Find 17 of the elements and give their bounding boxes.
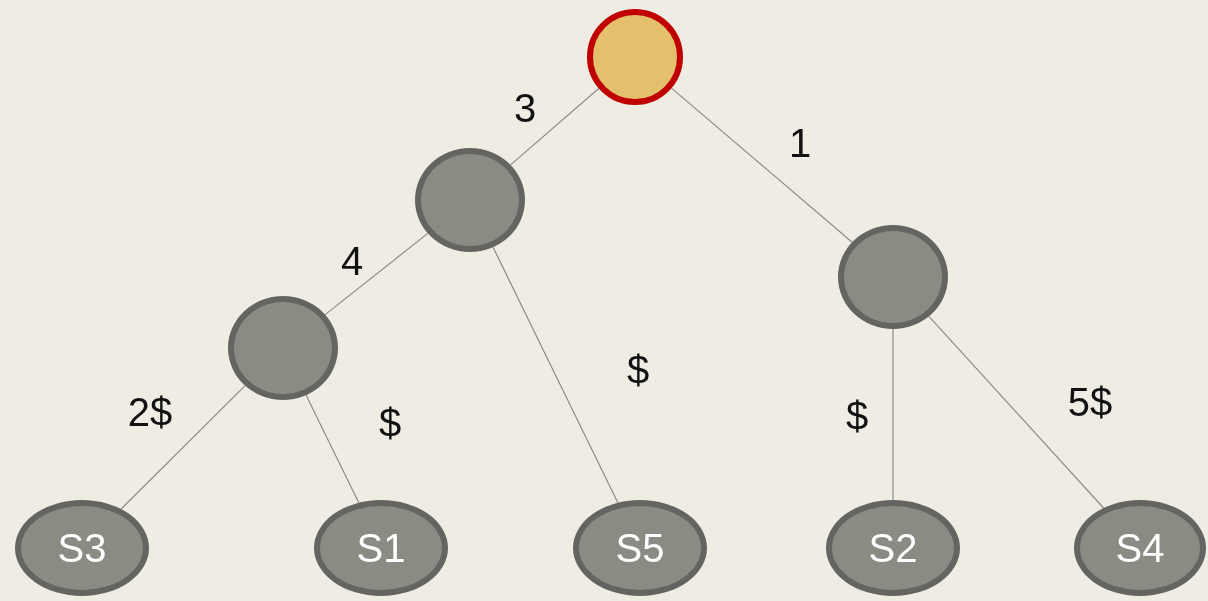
leaf-node-ellipse: S4	[1074, 500, 1206, 596]
tree-edge-line	[509, 87, 600, 166]
edge-label: $	[626, 347, 650, 393]
edge-label: 3	[513, 85, 537, 131]
leaf-node-ellipse: S2	[826, 500, 960, 596]
edge-label: 1	[788, 120, 812, 166]
tree-edge-line	[324, 232, 429, 316]
edge-label: $	[378, 400, 402, 446]
leaf-node-ellipse: S3	[15, 500, 149, 596]
edge-label: 5$	[1067, 379, 1113, 425]
tree-edge-line	[670, 87, 853, 243]
edge-label: $	[845, 393, 869, 439]
tree-edge-line	[892, 328, 894, 501]
leaf-node-ellipse: S5	[573, 500, 707, 596]
edge-label: 2$	[127, 389, 173, 435]
leaf-node-ellipse: S1	[314, 500, 448, 596]
edge-label: 4	[340, 238, 364, 284]
